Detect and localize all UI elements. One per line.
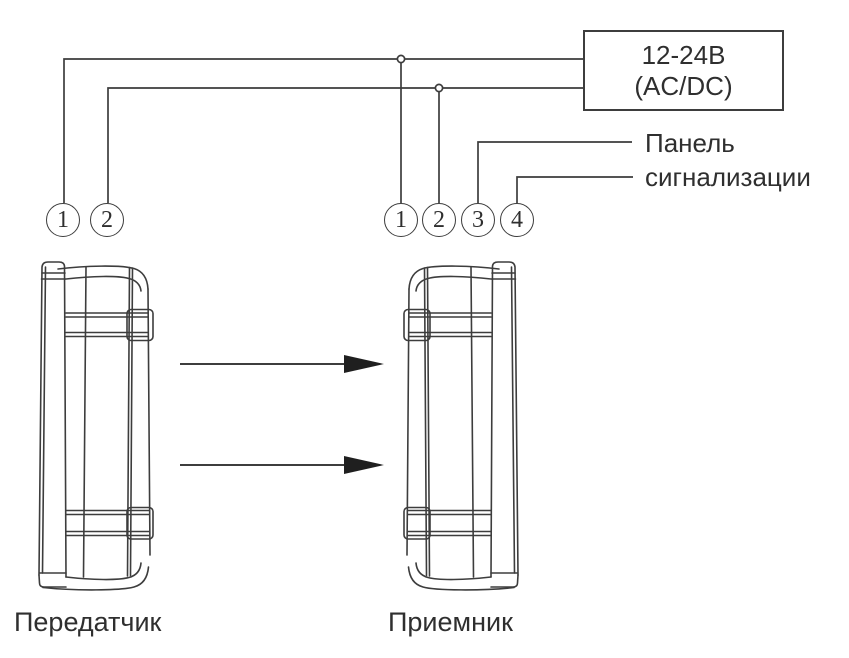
terminal-circle-rx-2: 2 bbox=[422, 203, 456, 237]
transmitter-device-drawing bbox=[38, 261, 154, 591]
beam-arrow-icon bbox=[180, 456, 384, 474]
alarm-panel-label-line1: Панель bbox=[645, 128, 735, 158]
terminal-circle-tx-1: 1 bbox=[46, 203, 80, 237]
wire-group bbox=[63, 58, 633, 203]
power-supply-voltage: 12-24В bbox=[641, 39, 726, 70]
alarm-panel-label: Панель сигнализации bbox=[645, 126, 811, 194]
power-supply-type: (AC/DC) bbox=[634, 70, 733, 101]
wire-junction-node-icon bbox=[434, 83, 444, 93]
terminal-circle-tx-2: 2 bbox=[90, 203, 124, 237]
terminal-circle-rx-4: 4 bbox=[500, 203, 534, 237]
wire-junction-node-icon bbox=[396, 54, 406, 64]
beam-arrow-icon bbox=[180, 355, 384, 373]
receiver-device-drawing bbox=[403, 261, 519, 591]
alarm-panel-label-line2: сигнализации bbox=[645, 162, 811, 192]
terminal-circle-rx-3: 3 bbox=[461, 203, 495, 237]
wire-rx-terminal4-to-panel bbox=[516, 176, 633, 203]
wire-rx-terminal3-to-panel bbox=[477, 141, 632, 203]
power-supply-box: 12-24В (AC/DC) bbox=[583, 30, 784, 111]
wire-tx-terminal2-to-power bbox=[107, 87, 583, 203]
receiver-label: Приемник bbox=[388, 607, 513, 637]
wire-tx-terminal1-to-power bbox=[63, 58, 583, 203]
terminal-circle-rx-1: 1 bbox=[384, 203, 418, 237]
transmitter-label: Передатчик bbox=[14, 607, 162, 637]
